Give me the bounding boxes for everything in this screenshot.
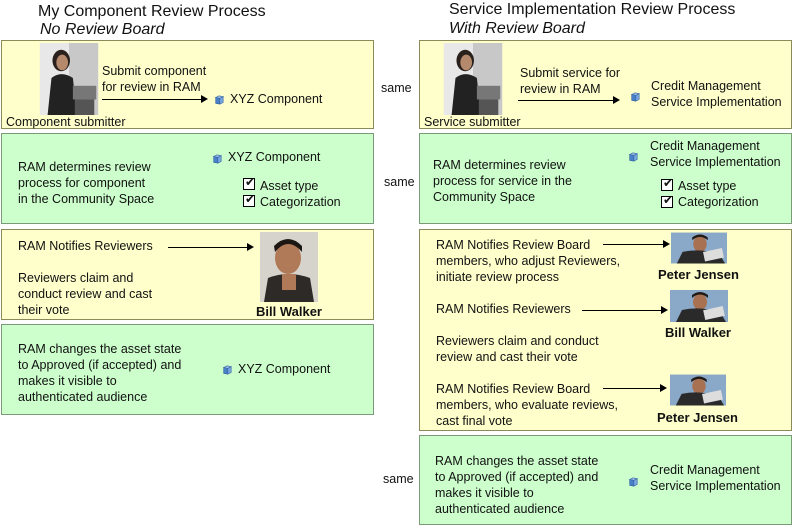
right-submit-panel: Submit service for review in RAM Credit … [419,40,792,129]
right-notify-text: RAM Notifies Reviewers [436,302,571,316]
right-approve-text: RAM changes the asset state to Approved … [435,454,599,516]
submitter-photo [39,43,99,115]
same-label: same [384,175,415,189]
right-determine-text: RAM determines review process for servic… [433,158,572,204]
checkbox-checked-icon: ✔ [243,192,256,207]
right-asset-name-2: Credit Management Service Implementation [650,139,781,169]
board-member-photo [671,232,727,264]
left-reviewer-name: Bill Walker [256,304,322,319]
right-submit-text: Submit service for review in RAM [520,66,621,96]
left-subtitle: No Review Board [40,21,165,38]
right-title: Service Implementation Review Process [449,1,736,18]
right-board-arrow-2 [603,384,667,392]
reviewer-photo [670,290,728,322]
left-review-panel: RAM Notifies Reviewers Reviewers claim a… [1,229,374,320]
left-submit-arrow [102,95,208,103]
right-claim-text: Reviewers claim and conduct review and c… [436,334,599,364]
right-check-1: Asset type [678,179,737,193]
asset-cube-icon [629,152,638,162]
right-reviewer-name: Bill Walker [665,325,731,340]
right-submit-arrow [518,96,620,104]
left-submit-text: Submit component for review in RAM [102,64,207,94]
right-board-arrow-1 [603,240,670,248]
right-determine-panel: RAM determines review process for servic… [419,133,792,224]
left-notify-arrow [168,243,254,251]
left-submit-panel: Submit component for review in RAM XYZ C… [1,40,374,129]
left-determine-text: RAM determines review process for compon… [18,160,155,206]
right-board-notify-1: RAM Notifies Review Board members, who a… [436,238,621,284]
right-review-panel: RAM Notifies Review Board members, who a… [419,229,792,431]
left-asset-name-2: XYZ Component [228,150,321,164]
asset-cube-icon [213,154,222,164]
left-notify-text: RAM Notifies Reviewers [18,239,153,253]
left-check-2: Categorization [260,195,341,209]
asset-cube-icon [631,92,640,102]
right-asset-name: Credit Management Service Implementation [651,79,782,109]
checkbox-checked-icon: ✔ [661,176,674,191]
left-title: My Component Review Process [38,3,266,20]
same-label: same [383,472,414,486]
right-approve-panel: RAM changes the asset state to Approved … [419,435,792,525]
submitter-photo [443,43,503,115]
board-member-photo [670,374,726,406]
checkbox-checked-icon: ✔ [243,175,256,190]
asset-cube-icon [223,365,232,375]
left-determine-panel: RAM determines review process for compon… [1,133,374,224]
right-asset-name-3: Credit Management Service Implementation [650,463,781,493]
left-claim-text: Reviewers claim and conduct review and c… [18,271,153,317]
same-label: same [381,81,412,95]
left-approve-text: RAM changes the asset state to Approved … [18,342,182,404]
left-submitter-label: Component submitter [6,115,126,129]
right-notify-arrow [582,306,668,314]
checkbox-checked-icon: ✔ [661,193,674,208]
left-approve-panel: RAM changes the asset state to Approved … [1,324,374,415]
right-check-2: Categorization [678,195,759,209]
right-board-notify-2: RAM Notifies Review Board members, who e… [436,382,619,428]
reviewer-photo [260,232,318,302]
right-submitter-label: Service submitter [424,115,521,129]
right-subtitle: With Review Board [449,20,585,37]
right-board-name-2: Peter Jensen [657,410,738,425]
left-asset-name-3: XYZ Component [238,362,331,376]
right-board-name-1: Peter Jensen [658,267,739,282]
asset-cube-icon [215,95,224,105]
left-check-1: Asset type [260,179,319,193]
asset-cube-icon [629,477,638,487]
left-asset-name: XYZ Component [230,92,323,106]
